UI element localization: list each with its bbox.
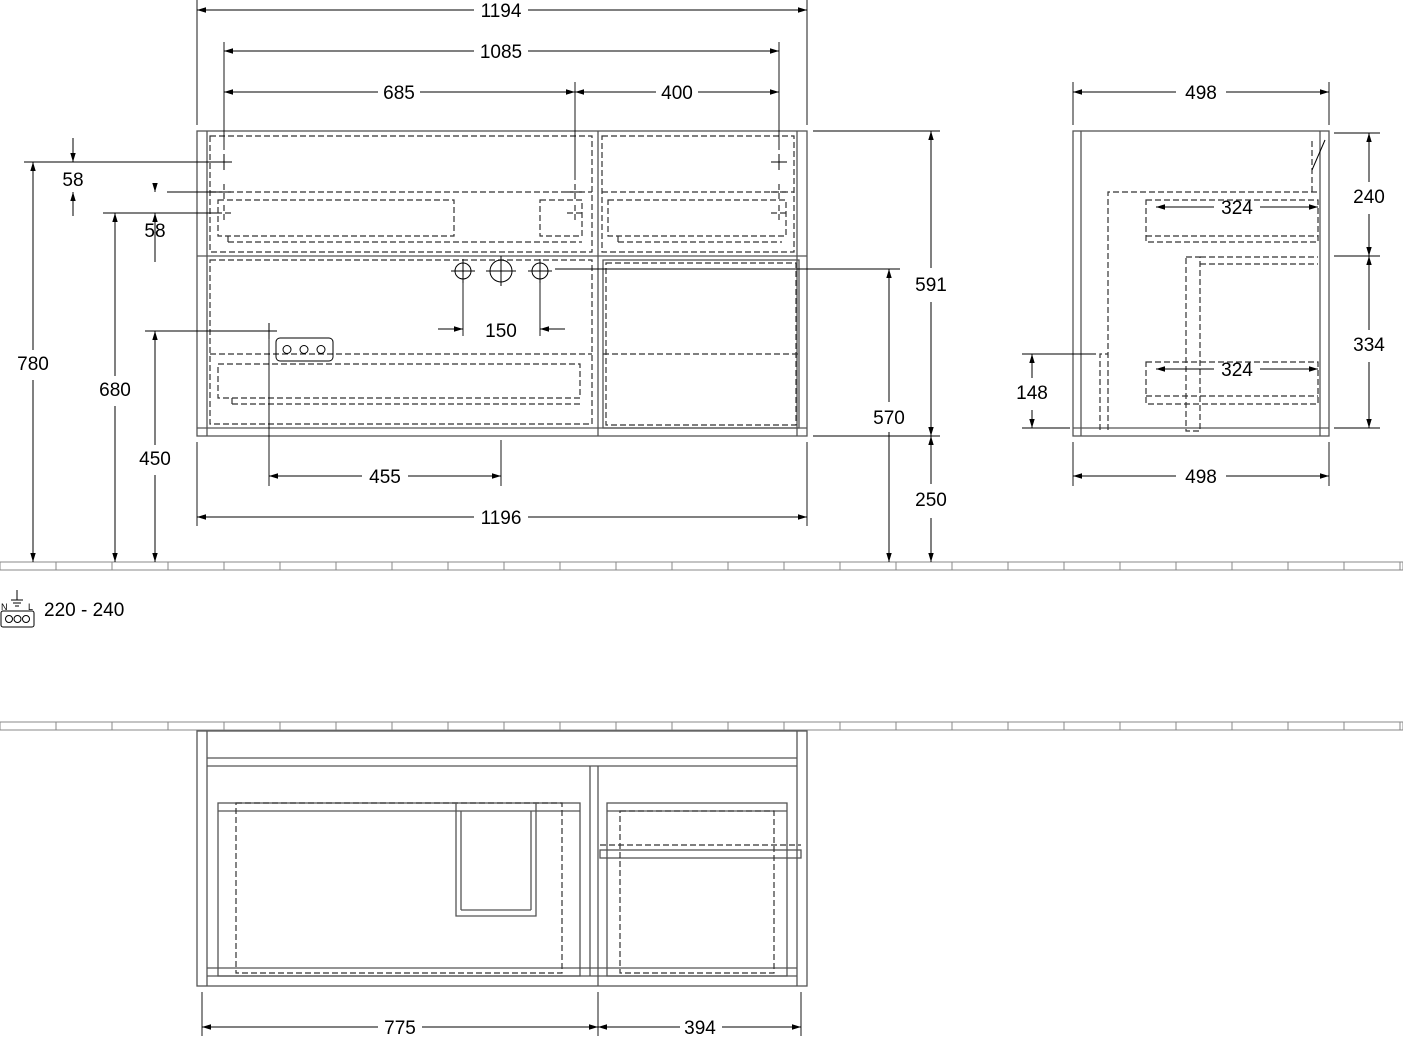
dim-1196: 1196	[481, 508, 522, 529]
dim-455: 455	[369, 467, 401, 488]
mounting-hole-marks	[216, 154, 787, 339]
dim-775: 775	[384, 1018, 416, 1038]
dim-591: 591	[915, 275, 947, 296]
dim-1194: 1194	[481, 1, 522, 22]
dim-450: 450	[139, 449, 171, 470]
dim-570: 570	[873, 408, 905, 429]
dimension-lines	[30, 7, 1372, 1030]
dim-240: 240	[1353, 187, 1385, 208]
electrical-connection-icon: N L	[0, 590, 35, 628]
dim-150: 150	[485, 321, 517, 342]
dim-680: 680	[99, 380, 131, 401]
dim-334: 334	[1353, 335, 1385, 356]
dim-250: 250	[915, 490, 947, 511]
plan-view-cabinet	[196, 730, 808, 987]
neutral-symbol: N	[1, 602, 8, 612]
socket-icon	[275, 337, 334, 362]
dim-58-top: 58	[62, 170, 83, 191]
dim-498-top: 498	[1185, 83, 1217, 104]
front-extension-lines	[24, 0, 940, 526]
dim-58-second: 58	[144, 221, 165, 242]
dim-148: 148	[1016, 383, 1048, 404]
dim-780: 780	[17, 354, 49, 375]
side-view-cabinet	[1072, 130, 1330, 437]
dim-394: 394	[684, 1018, 716, 1038]
side-extension-lines	[1022, 82, 1380, 486]
dim-400: 400	[661, 83, 693, 104]
wall-line	[0, 721, 1403, 731]
dim-685: 685	[383, 83, 415, 104]
voltage-label: 220 - 240	[44, 600, 124, 621]
dim-324-upper: 324	[1221, 198, 1253, 219]
dim-324-lower: 324	[1221, 360, 1253, 381]
dim-498-bottom: 498	[1185, 467, 1217, 488]
dim-1085: 1085	[480, 42, 522, 63]
live-symbol: L	[28, 602, 33, 612]
dimension-labels: 1194 1085 685 400 58 58 780 680 450 150 …	[17, 1, 1385, 1038]
tap-hole-icon	[451, 256, 552, 286]
front-view-cabinet	[196, 130, 808, 437]
floor-line	[0, 561, 1403, 571]
